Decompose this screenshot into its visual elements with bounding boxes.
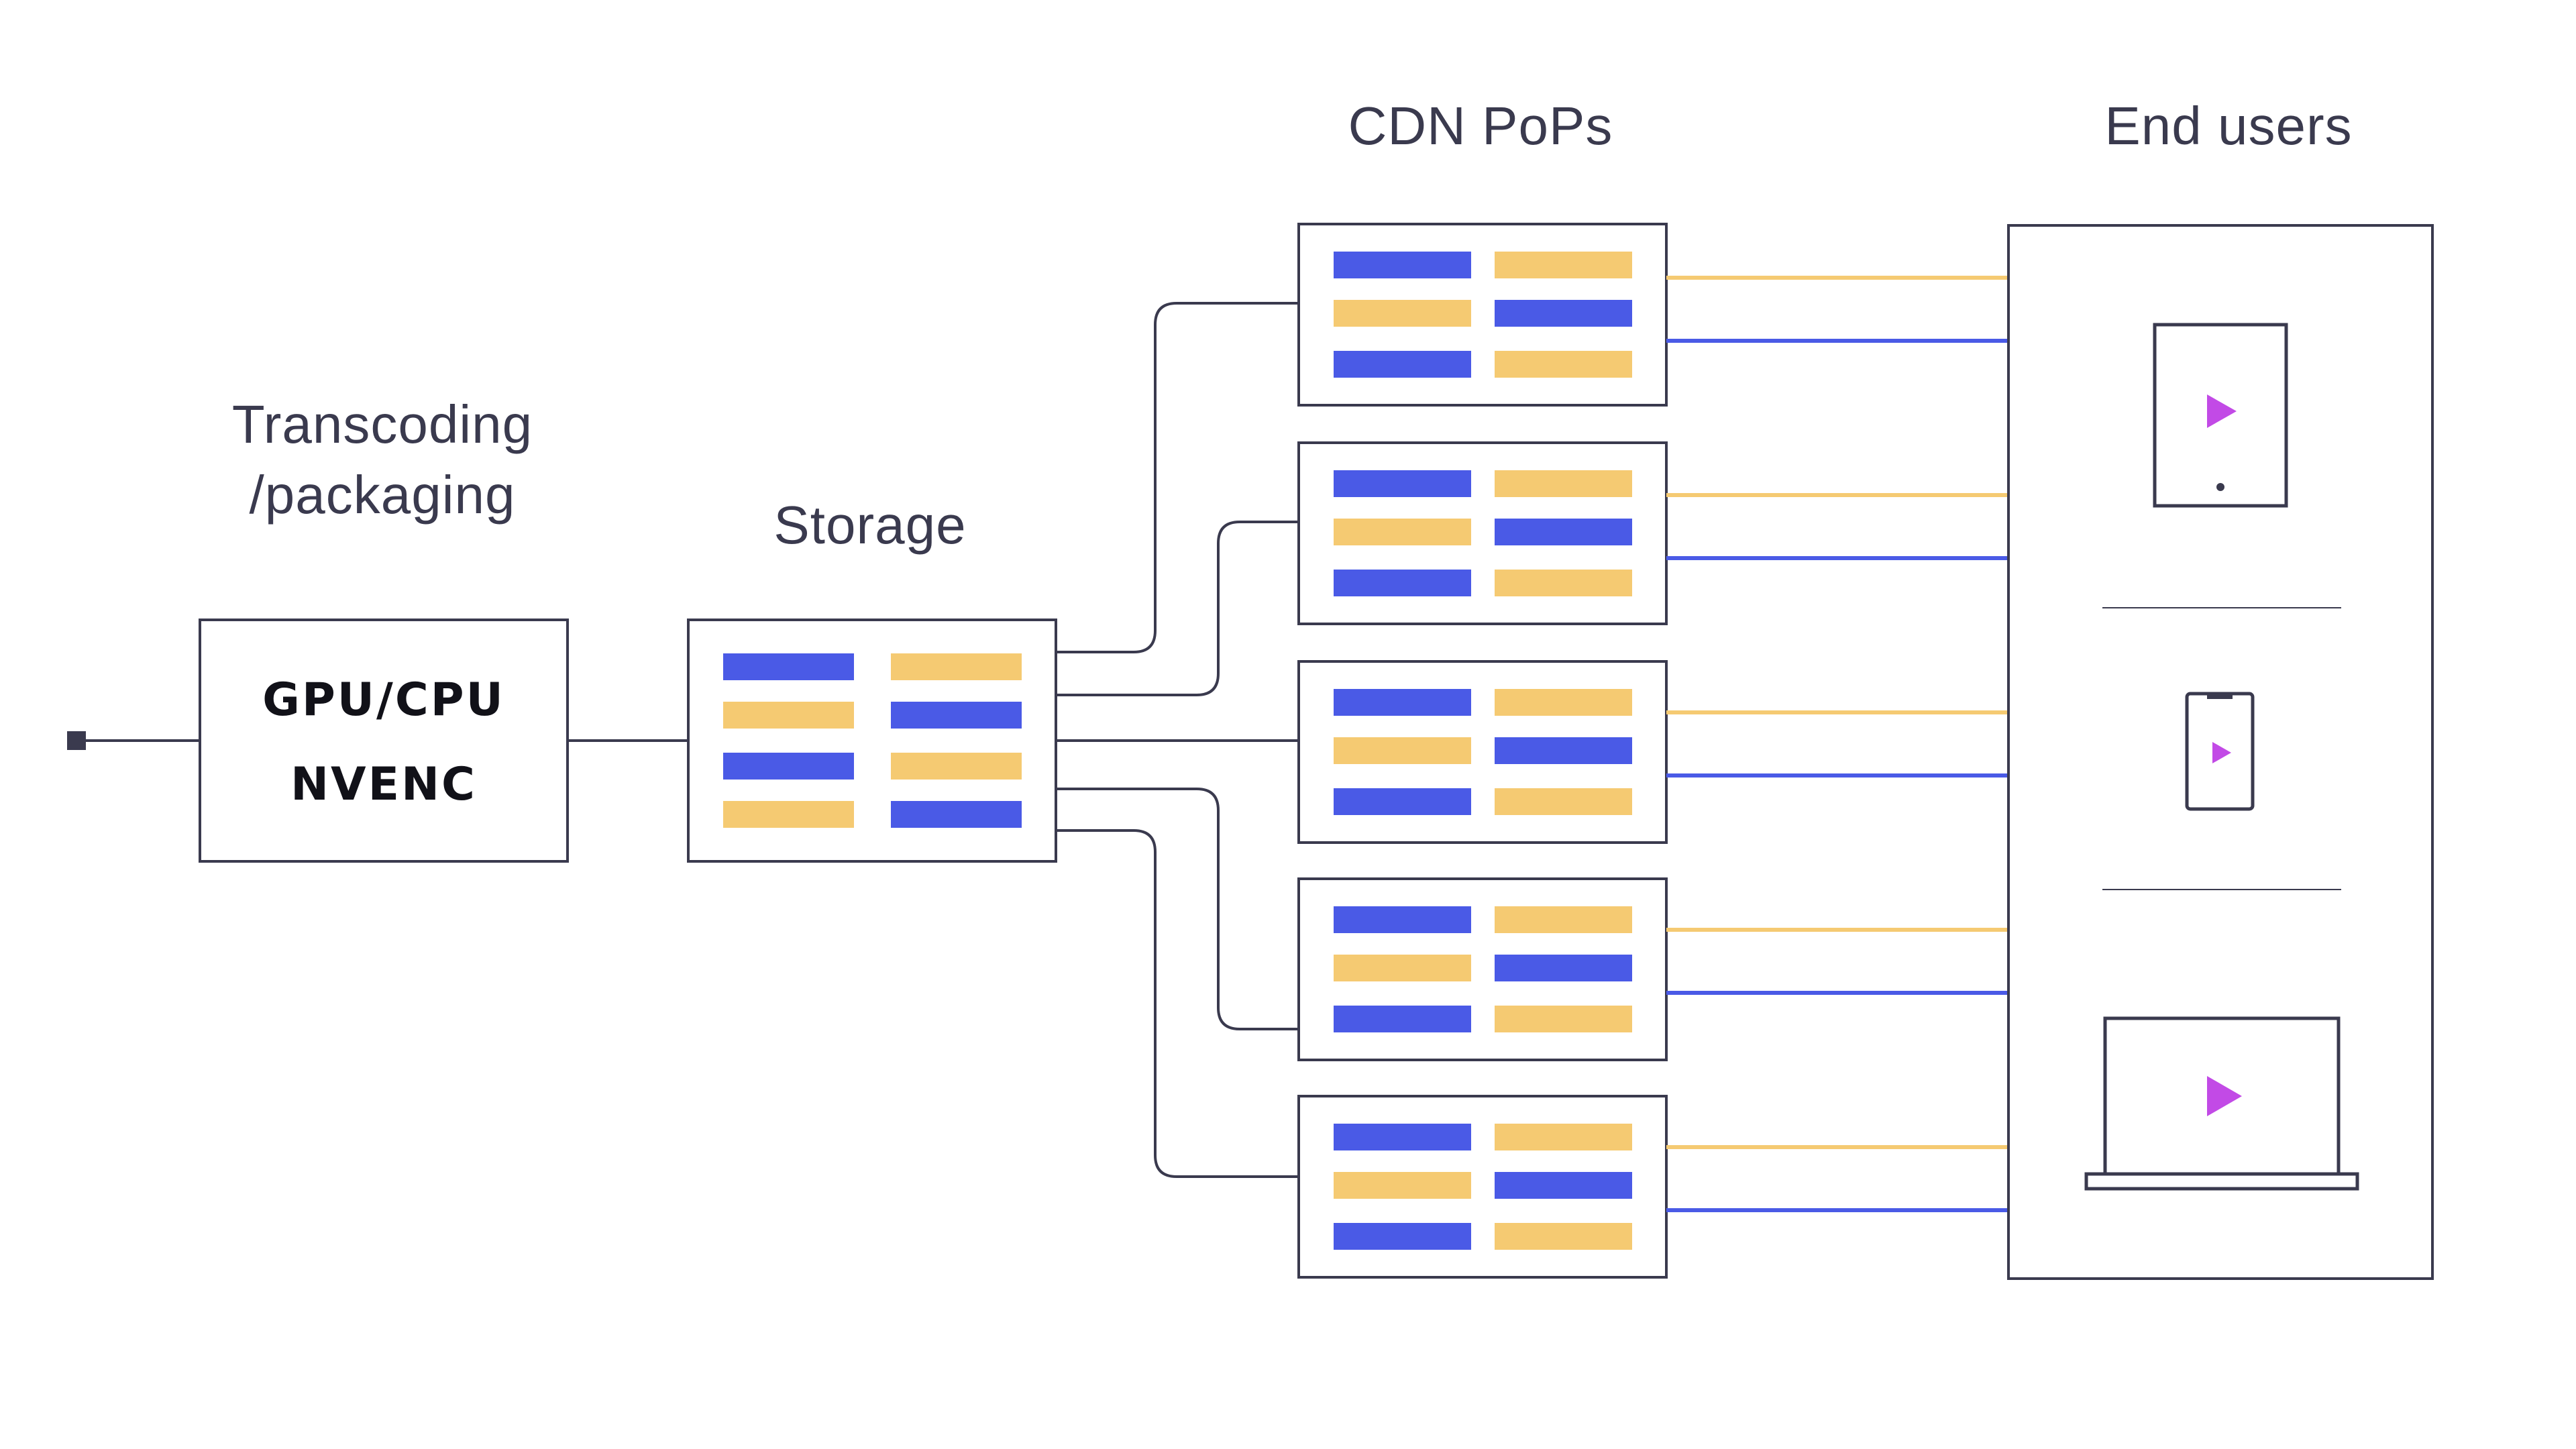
- cdn-pop: [1297, 660, 1668, 844]
- cdn-pop: [1297, 223, 1668, 407]
- storage-to-pop1-connector: [1056, 302, 1299, 653]
- pop-segment: [1334, 519, 1471, 545]
- pop-segment: [1495, 1006, 1632, 1032]
- pop-segment: [1495, 1124, 1632, 1150]
- laptop-icon: [2084, 1016, 2359, 1191]
- pop-segment: [1495, 570, 1632, 596]
- storage-to-pop4-connector: [1056, 788, 1299, 1030]
- pop-segment: [1495, 351, 1632, 378]
- storage-segment: [723, 801, 854, 828]
- storage-label: Storage: [773, 495, 966, 555]
- pop-segment: [1334, 1223, 1471, 1250]
- pop-segment: [1495, 252, 1632, 278]
- pop-segment: [1334, 570, 1471, 596]
- pop-segment: [1495, 1223, 1632, 1250]
- play-icon: [2212, 742, 2231, 763]
- pop-segment: [1495, 788, 1632, 815]
- end-users-label: End users: [2104, 96, 2352, 156]
- play-icon: [2207, 394, 2237, 428]
- cdn-pop: [1297, 1095, 1668, 1279]
- pop-segment: [1334, 737, 1471, 764]
- pop-segment: [1495, 737, 1632, 764]
- storage-segment: [723, 702, 854, 729]
- pop-segment: [1334, 689, 1471, 716]
- cdn-pop: [1297, 441, 1668, 625]
- storage-segment: [891, 753, 1022, 780]
- encoder-box: GPU/CPU NVENC: [199, 619, 569, 863]
- storage-segment: [723, 753, 854, 780]
- encoder-label-nvenc: NVENC: [290, 758, 477, 811]
- play-icon: [2207, 1076, 2242, 1116]
- pop-segment: [1495, 519, 1632, 545]
- input-source-marker: [67, 731, 86, 750]
- pop-segment: [1495, 300, 1632, 327]
- storage-to-pop2-connector: [1056, 521, 1299, 696]
- end-users-panel: [2007, 224, 2434, 1280]
- storage-segment: [891, 653, 1022, 680]
- storage-segment: [891, 702, 1022, 729]
- phone-icon: [2185, 692, 2255, 811]
- storage-box: [687, 619, 1057, 863]
- tablet-icon: [2153, 323, 2288, 508]
- pop-segment: [1334, 1006, 1471, 1032]
- laptop-base: [2084, 1172, 2359, 1191]
- pop-segment: [1495, 470, 1632, 497]
- pop-segment: [1495, 955, 1632, 981]
- pop-segment: [1495, 906, 1632, 933]
- pop-segment: [1334, 252, 1471, 278]
- pop-segment: [1334, 351, 1471, 378]
- storage-segment: [891, 801, 1022, 828]
- storage-to-pop5-connector: [1056, 829, 1299, 1178]
- pop-segment: [1495, 689, 1632, 716]
- pop-segment: [1334, 1124, 1471, 1150]
- phone-notch: [2207, 694, 2233, 699]
- cdn-pops-label: CDN PoPs: [1348, 96, 1613, 156]
- pop-segment: [1334, 906, 1471, 933]
- tablet-home-dot: [2216, 483, 2224, 491]
- pop-segment: [1334, 300, 1471, 327]
- pop-segment: [1334, 1172, 1471, 1199]
- cdn-pop: [1297, 877, 1668, 1061]
- pop-segment: [1334, 955, 1471, 981]
- pop-segment: [1495, 1172, 1632, 1199]
- pop-segment: [1334, 788, 1471, 815]
- storage-segment: [723, 653, 854, 680]
- transcoding-label-line2: /packaging: [250, 465, 516, 525]
- pop-segment: [1334, 470, 1471, 497]
- pop-to-users-streams: [1666, 276, 2008, 1212]
- encoder-label-gpu-cpu: GPU/CPU: [262, 674, 505, 727]
- transcoding-label-line1: Transcoding: [232, 394, 533, 454]
